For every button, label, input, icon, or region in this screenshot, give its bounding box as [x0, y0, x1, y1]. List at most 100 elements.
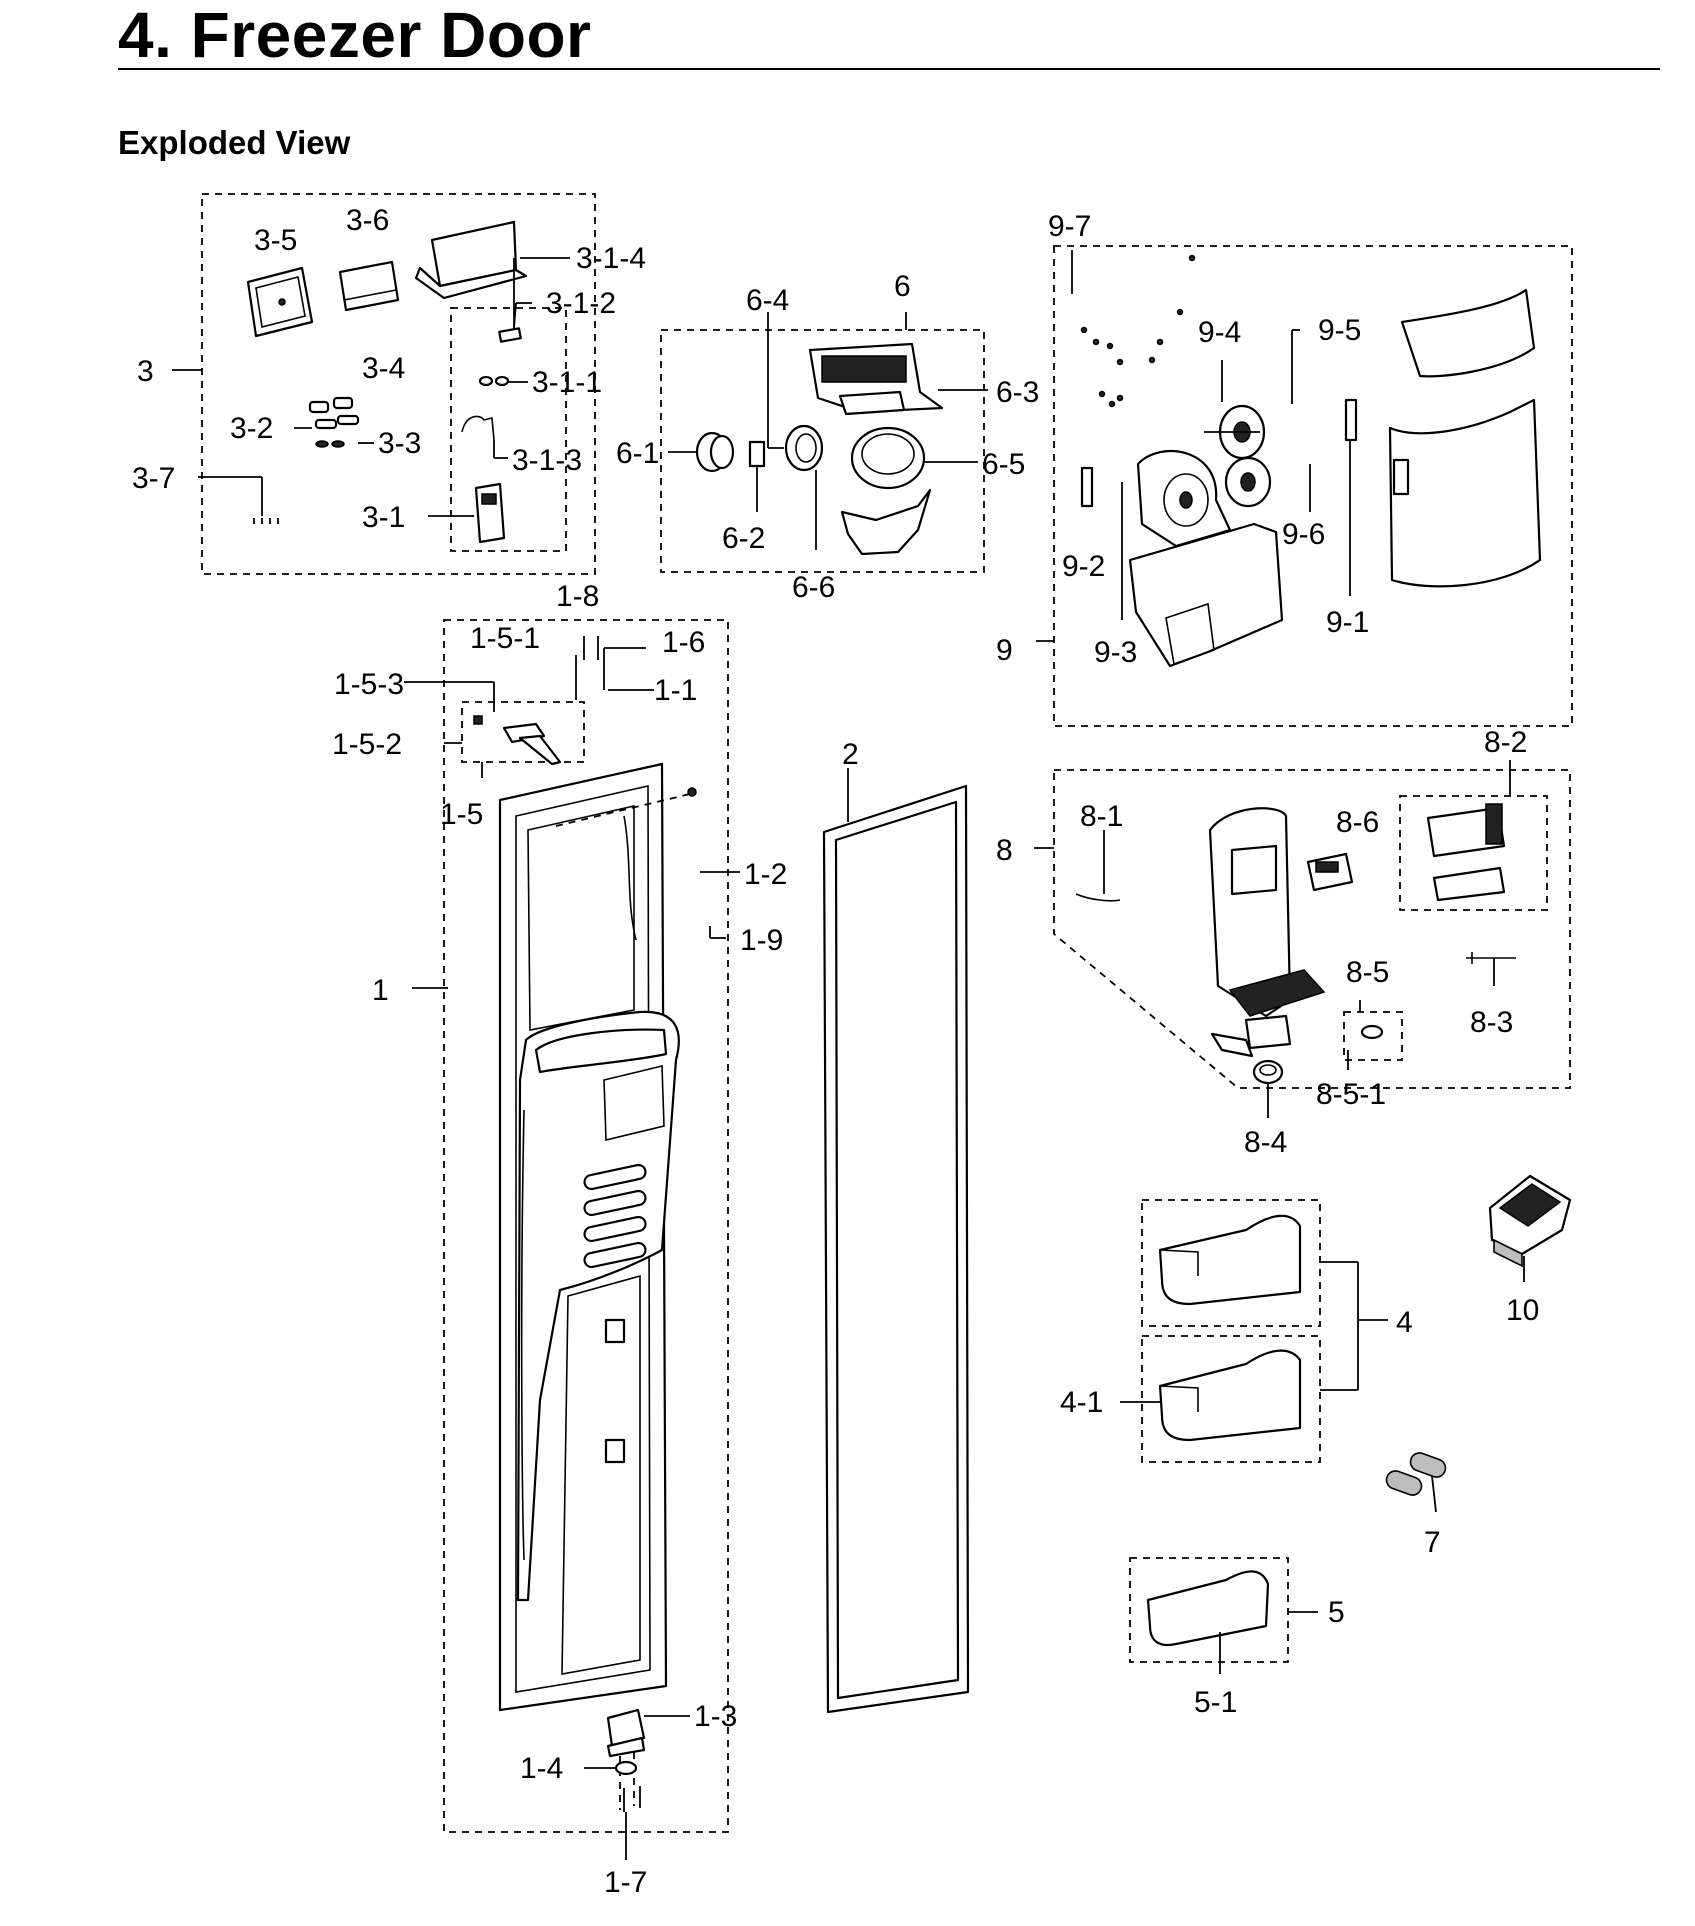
group-3-1-box: [450, 307, 567, 552]
part-8-5-1: [1360, 1024, 1384, 1040]
label-9-3: 9-3: [1094, 636, 1137, 669]
part-3-1-3-wire: [461, 415, 495, 441]
page-title: 4. Freezer Door: [118, 0, 592, 71]
title-underline: [118, 68, 1660, 70]
part-1-5-hinge: [473, 715, 562, 766]
label-4: 4: [1396, 1306, 1413, 1339]
label-6-5: 6-5: [982, 448, 1025, 481]
label-10: 10: [1506, 1294, 1539, 1327]
label-1-7: 1-7: [604, 1866, 647, 1899]
label-1-9: 1-9: [740, 924, 783, 957]
label-7: 7: [1424, 1526, 1441, 1559]
label-8-5: 8-5: [1346, 956, 1389, 989]
part-1-door-liner: [498, 762, 680, 1712]
label-8-2: 8-2: [1484, 726, 1527, 759]
part-8-4-knob: [1252, 1059, 1284, 1085]
part-1-4-washer: [614, 1760, 638, 1776]
group-3-box: [201, 193, 596, 575]
group-4-box-upper: [1141, 1199, 1321, 1327]
label-3-1-4: 3-1-4: [576, 242, 646, 275]
label-9: 9: [996, 634, 1013, 667]
label-3-1-2: 3-1-2: [546, 287, 616, 320]
part-6-5-ring: [850, 426, 926, 490]
label-9-5: 9-5: [1318, 314, 1361, 347]
group-9-box: [1053, 245, 1573, 727]
part-3-1-2: [498, 327, 522, 343]
group-6-assembly: [660, 312, 988, 573]
label-3-5: 3-5: [254, 224, 297, 257]
label-6-6: 6-6: [792, 571, 835, 604]
label-3-4: 3-4: [362, 352, 405, 385]
part-9-tray: [1128, 522, 1284, 668]
label-3-3: 3-3: [378, 427, 421, 460]
label-6: 6: [894, 270, 911, 303]
label-5-1: 5-1: [1194, 1686, 1237, 1719]
part-9-auger-housing: [1136, 450, 1232, 548]
part-6-4-gear: [784, 424, 824, 472]
label-1-3: 1-3: [694, 1700, 737, 1733]
group-5-bin: [1129, 1557, 1318, 1674]
group-1-box: [443, 619, 729, 1833]
part-10-cover: [1488, 1174, 1572, 1282]
label-3-1: 3-1: [362, 501, 405, 534]
part-8-6-board: [1306, 852, 1354, 892]
group-4-bins: [1120, 1199, 1388, 1463]
label-1-5-1: 1-5-1: [470, 622, 540, 655]
part-1-3-bracket: [606, 1708, 646, 1758]
part-3-1-4-cover: [414, 220, 528, 300]
label-1-5-3: 1-5-3: [334, 668, 404, 701]
label-1-1: 1-1: [654, 674, 697, 707]
part-8-5-flap: [1210, 1014, 1292, 1058]
part-6-3-housing: [808, 342, 944, 416]
label-8-3: 8-3: [1470, 1006, 1513, 1039]
part-labels: 3 3-5 3-6 3-1-4 3-1-2 3-4 3-1-1 3-2 3-3 …: [132, 204, 1539, 1899]
group-6-box: [660, 329, 985, 573]
label-1-8: 1-8: [556, 580, 599, 613]
label-6-3: 6-3: [996, 376, 1039, 409]
part-9-bucket-lid: [1400, 288, 1536, 378]
label-3: 3: [137, 355, 154, 388]
group-4-box-lower: [1141, 1335, 1321, 1463]
label-1: 1: [372, 974, 389, 1007]
part-3-1-switch: [474, 482, 506, 544]
label-8-5-1: 8-5-1: [1316, 1078, 1386, 1111]
part-8-2-modules: [1426, 803, 1506, 902]
part-1-2: [687, 787, 697, 797]
part-7-caps: [1385, 1452, 1447, 1513]
label-9-7: 9-7: [1048, 210, 1091, 243]
part-6-1-motor: [695, 431, 735, 473]
group-8-5-box: [1343, 1011, 1403, 1061]
group-5-box: [1129, 1557, 1289, 1663]
part-3-1-1: [478, 375, 510, 387]
label-2: 2: [842, 738, 859, 771]
label-8: 8: [996, 834, 1013, 867]
part-9-gears: [1204, 404, 1272, 508]
label-6-2: 6-2: [722, 522, 765, 555]
label-9-1: 9-1: [1326, 606, 1369, 639]
label-4-1: 4-1: [1060, 1386, 1103, 1419]
label-9-4: 9-4: [1198, 316, 1241, 349]
part-6-2-connector: [748, 440, 766, 468]
label-3-1-1: 3-1-1: [532, 366, 602, 399]
label-3-6: 3-6: [346, 204, 389, 237]
label-1-5-2: 1-5-2: [332, 728, 402, 761]
part-2-gasket: [822, 768, 970, 1714]
part-9-1: [1344, 398, 1358, 442]
group-9-assembly: [1036, 245, 1573, 727]
label-6-1: 6-1: [616, 437, 659, 470]
part-9-2: [1080, 466, 1094, 508]
label-6-4: 6-4: [746, 284, 789, 317]
part-8-1-wire: [1075, 893, 1121, 902]
part-4-bin-upper: [1158, 1214, 1302, 1306]
label-1-6: 1-6: [662, 626, 705, 659]
section-subtitle: Exploded View: [118, 124, 351, 161]
part-8-3: [1466, 952, 1516, 964]
part-9-7-screws: [1080, 254, 1196, 408]
part-5-1-bin: [1146, 1570, 1270, 1647]
part-3-5-panel: [246, 266, 314, 338]
label-9-2: 9-2: [1062, 550, 1105, 583]
label-8-4: 8-4: [1244, 1126, 1287, 1159]
group-3-assembly: [172, 193, 596, 575]
label-9-6: 9-6: [1282, 518, 1325, 551]
